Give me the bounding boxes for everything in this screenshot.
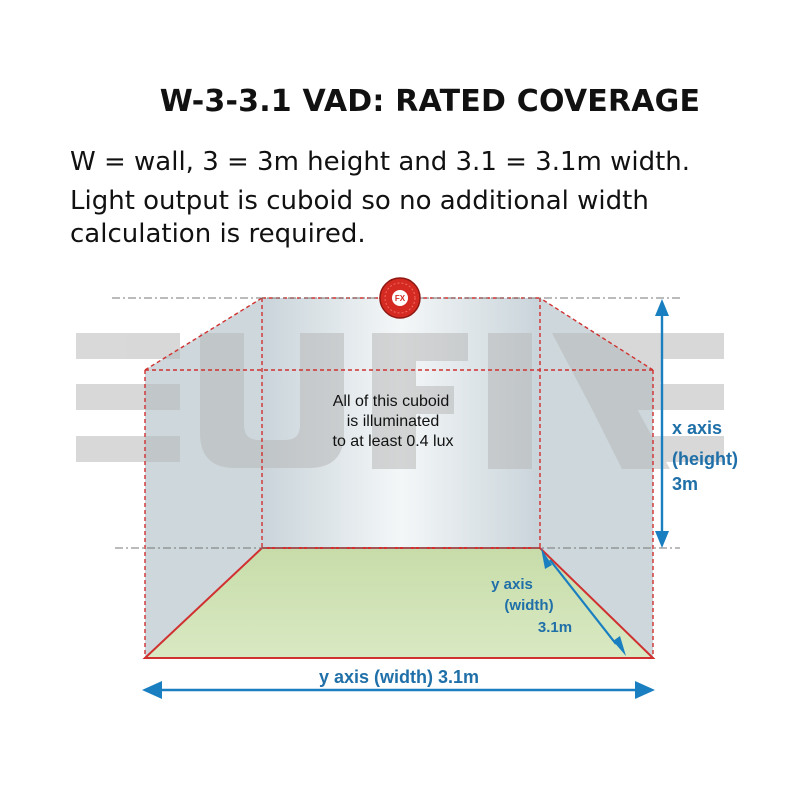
x-axis-label: x axis (height) 3m (672, 418, 738, 494)
cuboid-note-line-1: All of this cuboid (333, 393, 450, 410)
device-logo: FX (395, 294, 406, 303)
width-label: y axis (width) 3.1m (319, 667, 479, 687)
x-axis-label-line-1: x axis (672, 418, 722, 438)
depth-label-line-3: 3.1m (538, 619, 572, 636)
cuboid-edges (144, 297, 654, 658)
height-arrow (655, 299, 669, 548)
depth-label: y axis (width) 3.1m (491, 576, 572, 636)
description: W = wall, 3 = 3m height and 3.1 = 3.1m w… (70, 146, 770, 251)
description-line-1: W = wall, 3 = 3m height and 3.1 = 3.1m w… (70, 147, 691, 177)
depth-arrow (541, 548, 626, 656)
cuboid-note-line-2: is illuminated (347, 413, 439, 430)
cuboid-floor (145, 548, 653, 658)
depth-label-line-1: y axis (491, 576, 533, 593)
depth-label-line-2: (width) (504, 597, 553, 614)
diagram-title: W-3-3.1 VAD: RATED COVERAGE (159, 84, 701, 119)
width-arrow (142, 681, 655, 699)
description-line-3: calculation is required. (70, 219, 366, 249)
description-line-2: Light output is cuboid so no additional … (70, 186, 649, 216)
cuboid-note: All of this cuboid is illuminated to at … (333, 393, 454, 450)
x-axis-label-line-2: (height) (672, 449, 738, 469)
watermark (76, 333, 724, 469)
cuboid-note-line-3: to at least 0.4 lux (333, 433, 454, 450)
x-axis-label-line-3: 3m (672, 474, 698, 494)
vad-device-icon: FX (379, 277, 421, 319)
